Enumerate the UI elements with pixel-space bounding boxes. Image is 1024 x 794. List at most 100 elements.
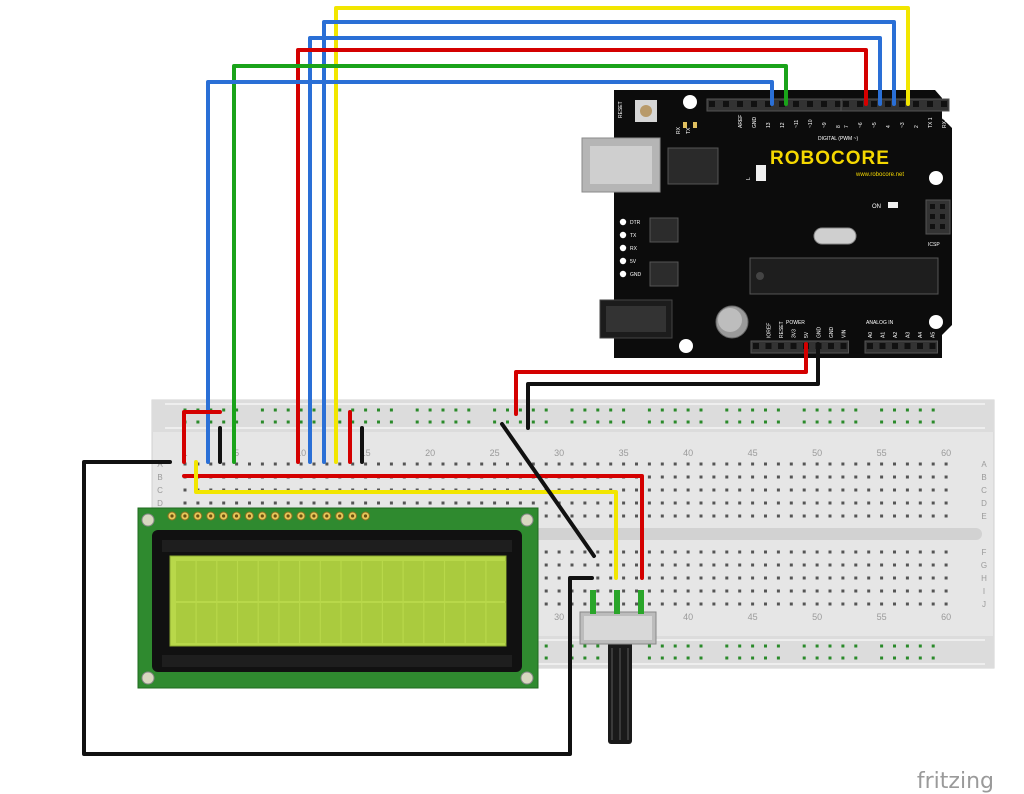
header-pin[interactable] bbox=[737, 101, 743, 107]
breadboard-hole[interactable] bbox=[802, 488, 806, 492]
breadboard-rail-hole[interactable] bbox=[570, 408, 574, 412]
breadboard-rail-hole[interactable] bbox=[596, 420, 600, 424]
breadboard-hole[interactable] bbox=[686, 602, 690, 606]
breadboard-hole[interactable] bbox=[467, 462, 471, 466]
breadboard-hole[interactable] bbox=[776, 514, 780, 518]
breadboard-rail-hole[interactable] bbox=[351, 408, 355, 412]
breadboard-rail-hole[interactable] bbox=[312, 420, 316, 424]
breadboard-rail-hole[interactable] bbox=[776, 408, 780, 412]
breadboard-hole[interactable] bbox=[635, 501, 638, 505]
breadboard-hole[interactable] bbox=[454, 501, 458, 505]
breadboard-hole[interactable] bbox=[944, 462, 948, 466]
potentiometer[interactable] bbox=[579, 590, 657, 744]
breadboard-hole[interactable] bbox=[660, 462, 664, 466]
breadboard-hole[interactable] bbox=[893, 475, 896, 479]
breadboard-hole[interactable] bbox=[880, 550, 884, 554]
breadboard-rail-hole[interactable] bbox=[699, 656, 703, 660]
breadboard-rail-hole[interactable] bbox=[583, 408, 587, 412]
breadboard-rail-hole[interactable] bbox=[880, 420, 884, 424]
header-pin[interactable] bbox=[913, 101, 919, 107]
breadboard-hole[interactable] bbox=[183, 462, 187, 466]
breadboard-hole[interactable] bbox=[880, 563, 884, 567]
breadboard-hole[interactable] bbox=[183, 501, 187, 505]
breadboard-hole[interactable] bbox=[609, 514, 613, 518]
breadboard-hole[interactable] bbox=[725, 602, 729, 606]
breadboard-hole[interactable] bbox=[596, 514, 600, 518]
breadboard-rail-hole[interactable] bbox=[338, 420, 342, 424]
breadboard-rail-hole[interactable] bbox=[738, 408, 742, 412]
breadboard-hole[interactable] bbox=[802, 589, 806, 593]
breadboard-hole[interactable] bbox=[854, 563, 858, 567]
breadboard-hole[interactable] bbox=[751, 501, 755, 505]
breadboard-hole[interactable] bbox=[712, 514, 716, 518]
breadboard-hole[interactable] bbox=[660, 488, 664, 492]
breadboard-hole[interactable] bbox=[660, 563, 664, 567]
breadboard-rail-hole[interactable] bbox=[751, 420, 755, 424]
header-pin[interactable] bbox=[857, 101, 863, 107]
breadboard-rail-hole[interactable] bbox=[260, 408, 264, 412]
breadboard-hole[interactable] bbox=[828, 563, 832, 567]
breadboard-rail-hole[interactable] bbox=[802, 656, 806, 660]
breadboard-hole[interactable] bbox=[764, 576, 767, 580]
breadboard-hole[interactable] bbox=[673, 501, 677, 505]
breadboard-rail-hole[interactable] bbox=[544, 644, 548, 648]
breadboard-rail-hole[interactable] bbox=[299, 408, 303, 412]
breadboard-rail-hole[interactable] bbox=[764, 656, 767, 660]
breadboard-hole[interactable] bbox=[751, 488, 755, 492]
breadboard-hole[interactable] bbox=[944, 576, 948, 580]
breadboard-hole[interactable] bbox=[725, 462, 729, 466]
breadboard-hole[interactable] bbox=[880, 488, 884, 492]
breadboard-hole[interactable] bbox=[867, 589, 871, 593]
breadboard-hole[interactable] bbox=[931, 501, 935, 505]
breadboard-hole[interactable] bbox=[286, 462, 290, 466]
breadboard-hole[interactable] bbox=[235, 462, 239, 466]
breadboard-hole[interactable] bbox=[802, 475, 806, 479]
breadboard-hole[interactable] bbox=[893, 589, 896, 593]
breadboard-rail-hole[interactable] bbox=[209, 420, 213, 424]
breadboard-hole[interactable] bbox=[880, 576, 884, 580]
breadboard-hole[interactable] bbox=[854, 589, 858, 593]
breadboard-rail-hole[interactable] bbox=[660, 656, 664, 660]
breadboard-hole[interactable] bbox=[673, 550, 677, 554]
breadboard-rail-hole[interactable] bbox=[454, 408, 458, 412]
breadboard-hole[interactable] bbox=[802, 514, 806, 518]
breadboard-hole[interactable] bbox=[699, 501, 703, 505]
breadboard-hole[interactable] bbox=[725, 488, 729, 492]
wire-black-gnd[interactable] bbox=[526, 342, 820, 430]
breadboard-hole[interactable] bbox=[751, 475, 755, 479]
breadboard-rail-hole[interactable] bbox=[893, 656, 896, 660]
breadboard-hole[interactable] bbox=[660, 576, 664, 580]
wire-black-lcd-vss[interactable] bbox=[82, 460, 594, 756]
breadboard-hole[interactable] bbox=[622, 602, 626, 606]
breadboard-hole[interactable] bbox=[854, 602, 858, 606]
breadboard-rail-hole[interactable] bbox=[815, 656, 819, 660]
breadboard-hole[interactable] bbox=[738, 602, 742, 606]
breadboard-rail-hole[interactable] bbox=[673, 420, 677, 424]
breadboard-hole[interactable] bbox=[699, 514, 703, 518]
breadboard-rail-hole[interactable] bbox=[647, 420, 651, 424]
breadboard-hole[interactable] bbox=[647, 488, 651, 492]
breadboard-hole[interactable] bbox=[828, 488, 832, 492]
header-pin[interactable] bbox=[899, 101, 905, 107]
breadboard-hole[interactable] bbox=[673, 514, 677, 518]
breadboard-hole[interactable] bbox=[260, 501, 264, 505]
breadboard-hole[interactable] bbox=[647, 576, 651, 580]
breadboard-hole[interactable] bbox=[738, 550, 742, 554]
breadboard-rail-hole[interactable] bbox=[467, 420, 471, 424]
breadboard-hole[interactable] bbox=[712, 475, 716, 479]
header-pin[interactable] bbox=[885, 101, 891, 107]
breadboard-hole[interactable] bbox=[815, 475, 819, 479]
header-pin[interactable] bbox=[779, 101, 785, 107]
breadboard-hole[interactable] bbox=[699, 475, 703, 479]
breadboard-rail-hole[interactable] bbox=[441, 408, 445, 412]
breadboard-hole[interactable] bbox=[854, 462, 858, 466]
breadboard-hole[interactable] bbox=[686, 488, 690, 492]
breadboard-hole[interactable] bbox=[660, 475, 664, 479]
breadboard-rail-hole[interactable] bbox=[596, 656, 600, 660]
breadboard-hole[interactable] bbox=[647, 550, 651, 554]
breadboard-rail-hole[interactable] bbox=[299, 420, 303, 424]
breadboard-hole[interactable] bbox=[235, 501, 239, 505]
breadboard-hole[interactable] bbox=[635, 488, 638, 492]
breadboard-rail-hole[interactable] bbox=[893, 644, 896, 648]
breadboard-hole[interactable] bbox=[557, 550, 561, 554]
